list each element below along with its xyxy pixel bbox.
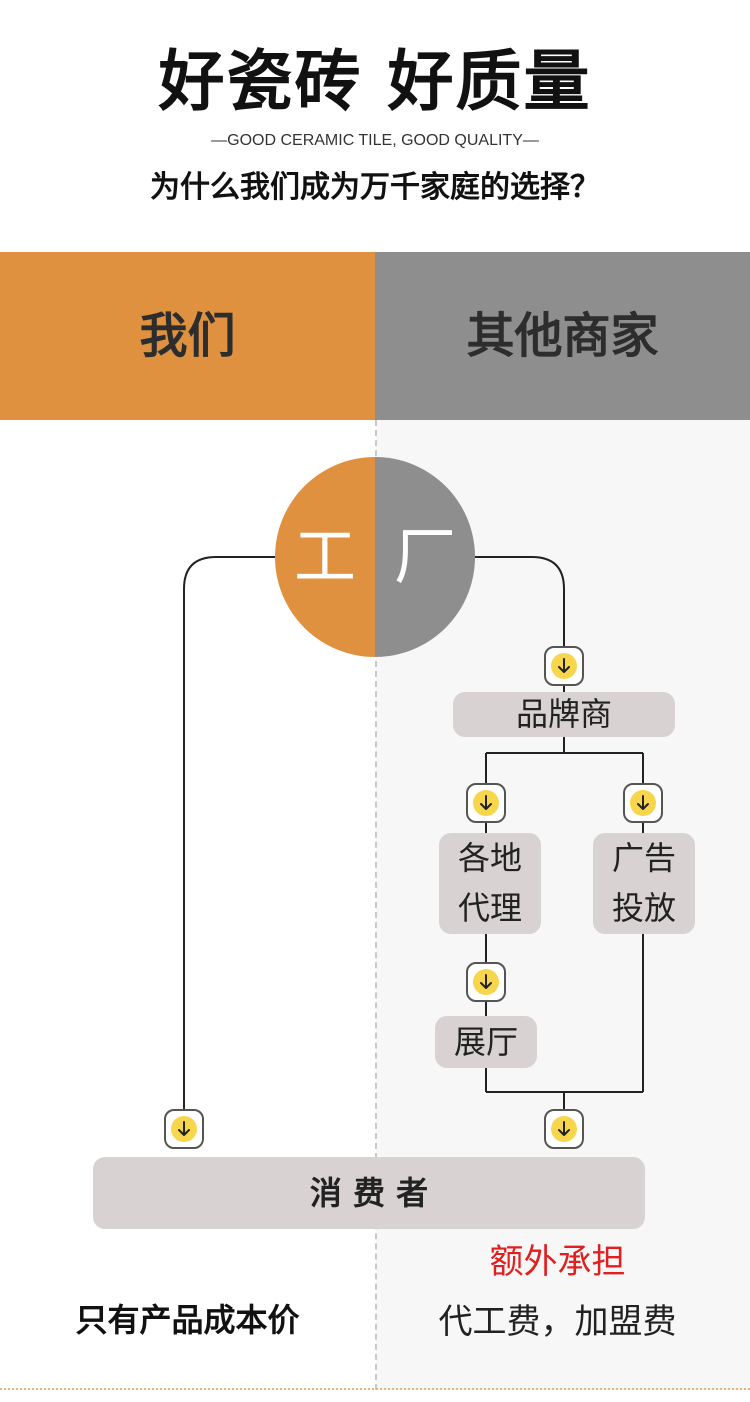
column-header-us: 我们 <box>0 252 375 420</box>
ads-label-line1: 广告 <box>611 839 676 877</box>
column-header-us-label: 我们 <box>139 308 236 364</box>
arrow-down-icon <box>544 646 584 686</box>
column-header-others-label: 其他商家 <box>466 308 659 364</box>
arrow-down-icon <box>164 1109 204 1149</box>
page-subtitle: —GOOD CERAMIC TILE, GOOD QUALITY— <box>211 132 539 149</box>
ads-label-line2: 投放 <box>611 889 676 927</box>
arrow-down-icon <box>623 783 663 823</box>
extra-cost-label: 额外承担 <box>489 1242 626 1282</box>
page-title: 好瓷砖 好质量 <box>158 43 592 120</box>
column-divider <box>375 420 377 1390</box>
cost-note-others: 代工费，加盟费 <box>438 1302 677 1342</box>
showroom-label: 展厅 <box>453 1023 518 1061</box>
consumer-box: 消 费 者 <box>93 1157 645 1229</box>
showroom-box: 展厅 <box>435 1016 537 1068</box>
factory-circle: 工 厂 <box>275 457 475 657</box>
brand-label: 品牌商 <box>515 695 612 733</box>
agent-label-line2: 代理 <box>457 889 522 927</box>
ads-box: 广告 投放 <box>593 833 695 934</box>
column-header-others: 其他商家 <box>375 252 750 420</box>
factory-right-char: 厂 <box>393 520 456 593</box>
arrow-down-icon <box>466 962 506 1002</box>
bottom-divider <box>0 1388 750 1390</box>
consumer-label: 消 费 者 <box>309 1174 429 1212</box>
arrow-down-icon <box>544 1109 584 1149</box>
factory-left-char: 工 <box>293 520 356 593</box>
arrow-down-icon <box>466 783 506 823</box>
agent-box: 各地 代理 <box>439 833 541 934</box>
question-heading: 为什么我们成为万千家庭的选择？ <box>150 170 600 205</box>
cost-note-us: 只有产品成本价 <box>75 1301 300 1339</box>
brand-box: 品牌商 <box>453 692 675 737</box>
agent-label-line1: 各地 <box>457 839 522 877</box>
